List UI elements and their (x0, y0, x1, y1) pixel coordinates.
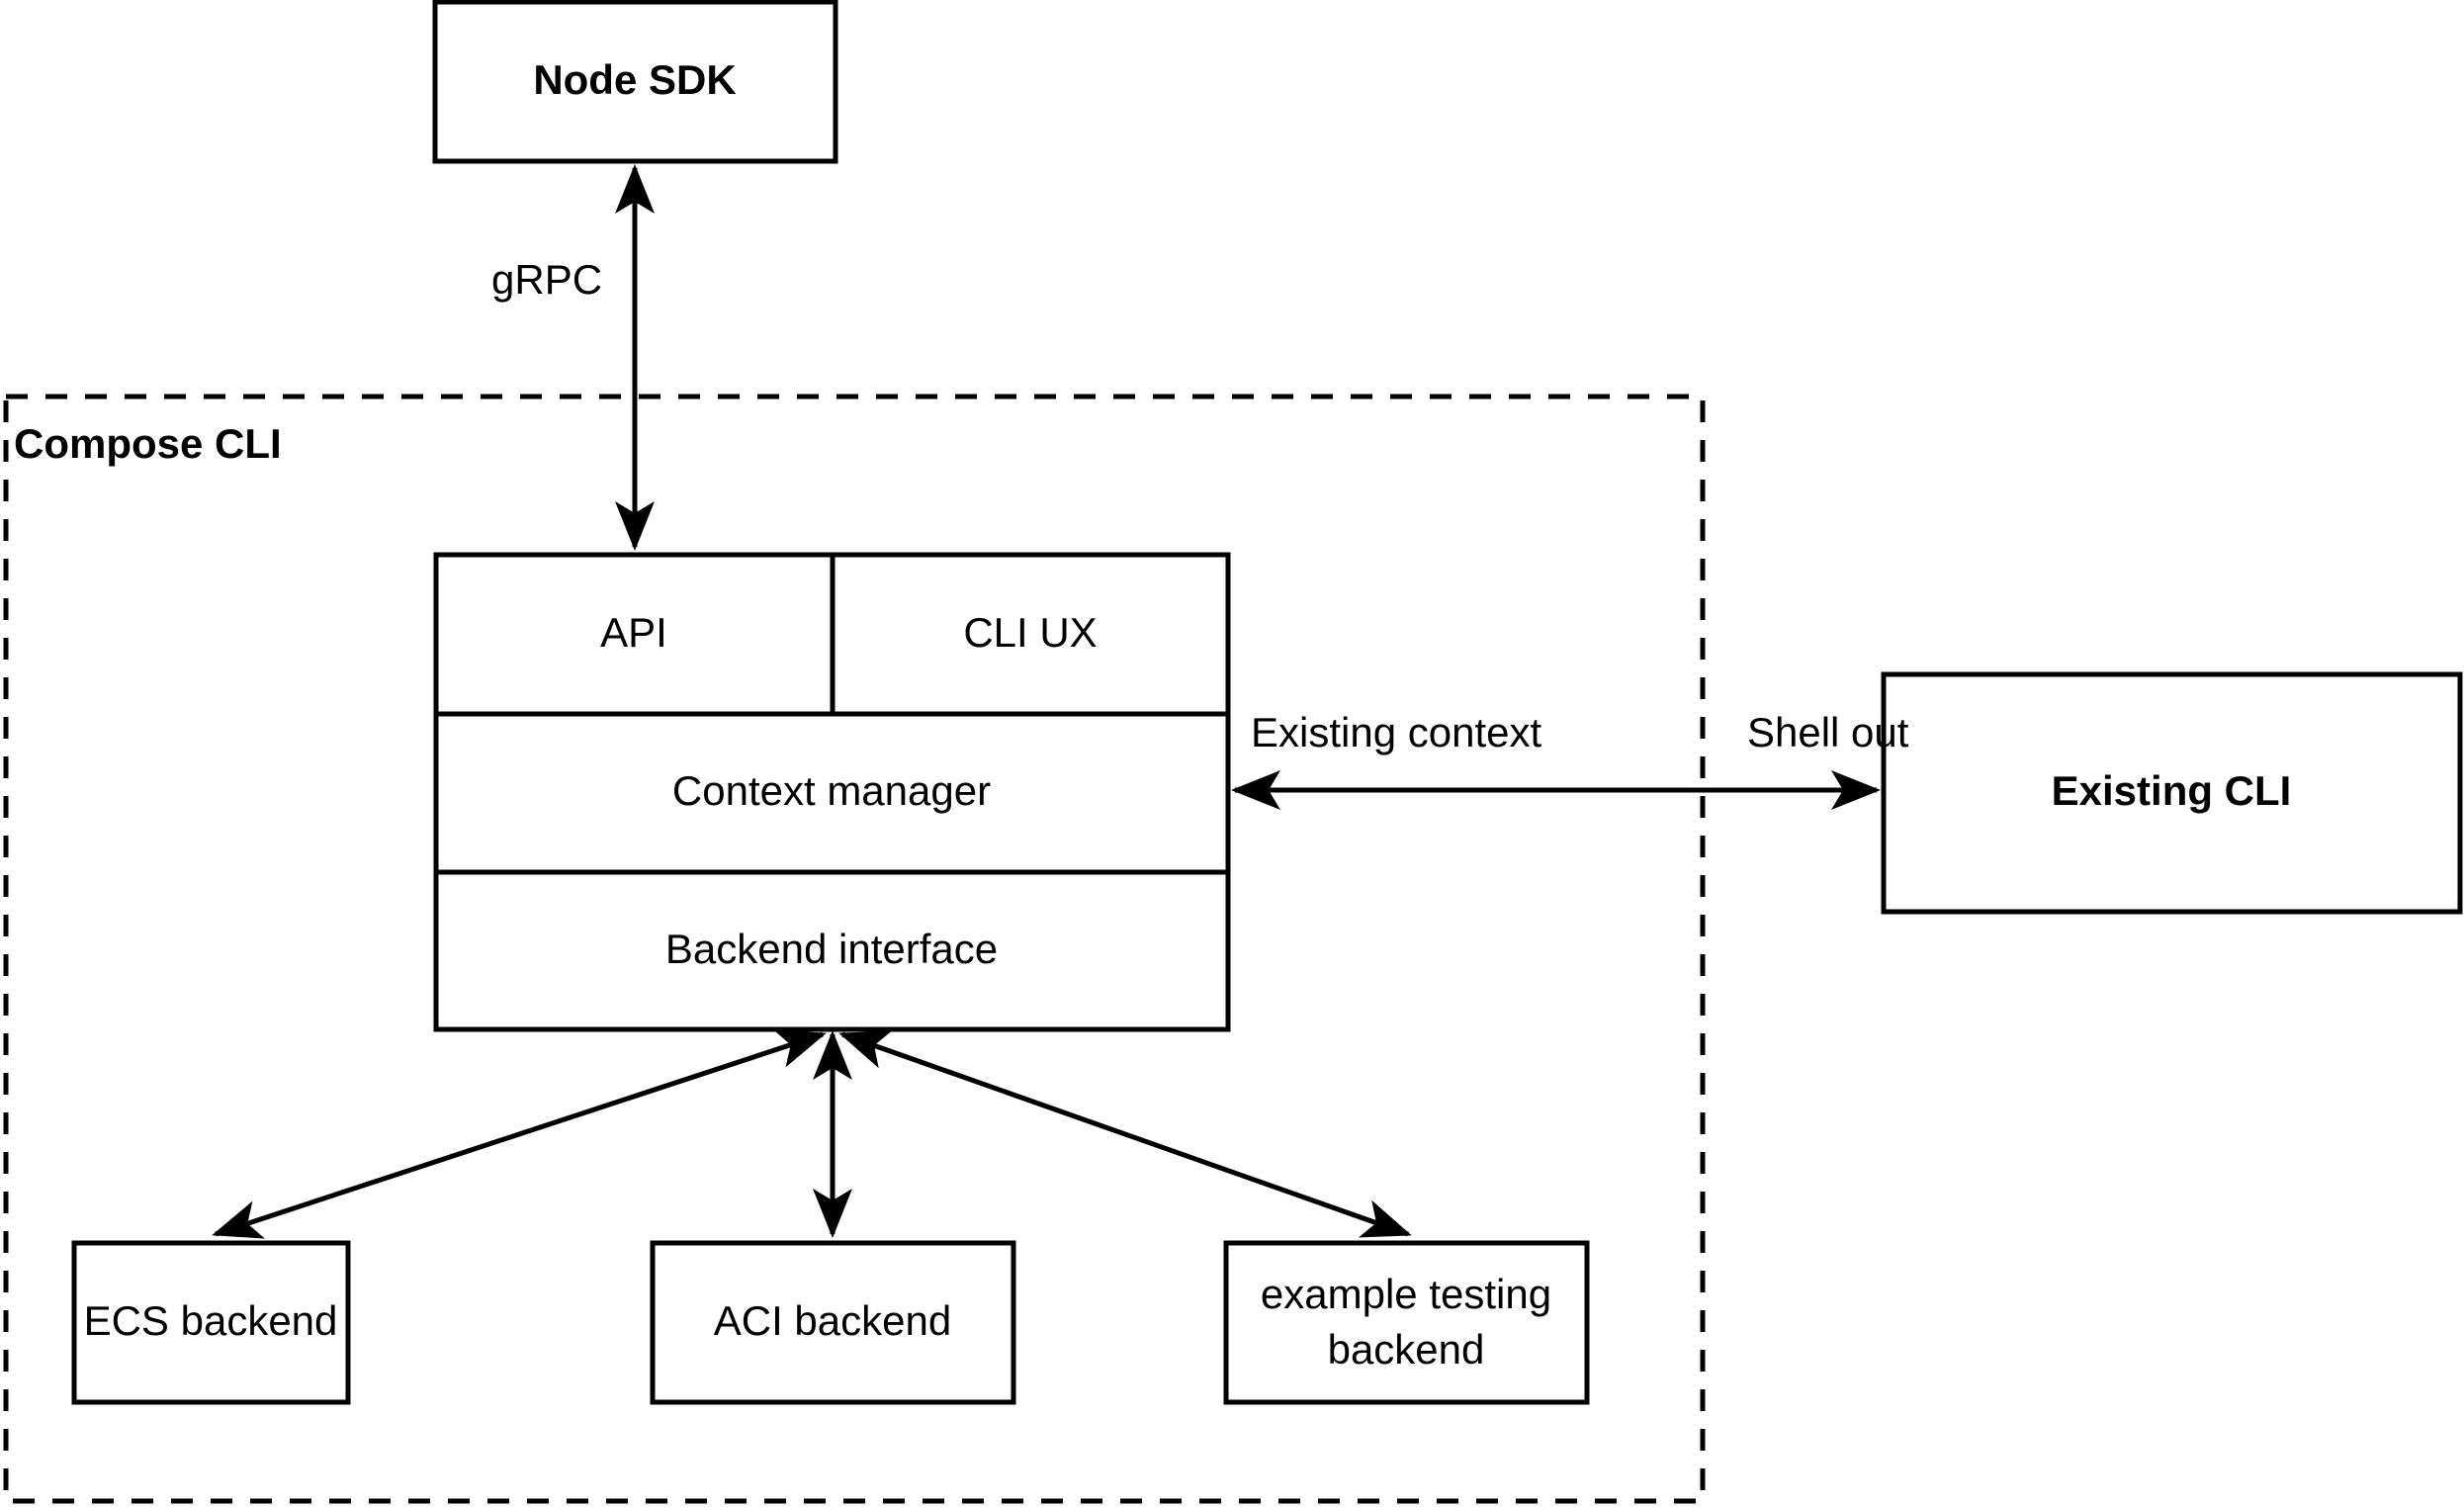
group-compose-cli: Compose CLI (3, 394, 1706, 1504)
node-example-testing-backend-box[interactable] (1223, 1240, 1590, 1405)
node-ecs-backend-box[interactable] (71, 1240, 351, 1405)
node-example-testing-backend-label-line2: backend (1328, 1326, 1485, 1373)
node-core-stack: API CLI UX Context manager Backend inter… (433, 552, 1231, 1032)
node-aci-backend[interactable]: ACI backend (650, 1240, 1016, 1405)
node-node-sdk-box[interactable] (432, 0, 838, 164)
node-cli-ux-label[interactable]: CLI UX (963, 609, 1097, 656)
node-aci-backend-box[interactable] (650, 1240, 1016, 1405)
node-node-sdk[interactable]: Node SDK (432, 0, 838, 164)
edge-backend-interface-example-line (838, 1030, 1412, 1238)
node-ecs-backend-label: ECS backend (84, 1297, 338, 1344)
node-backend-interface-label[interactable]: Backend interface (665, 926, 998, 972)
node-existing-cli[interactable]: Existing CLI (1881, 671, 2463, 915)
node-example-testing-backend[interactable]: example testing backend (1223, 1240, 1590, 1405)
edge-backend-interface-ecs-line (212, 1029, 827, 1239)
node-aci-backend-label: ACI backend (714, 1297, 951, 1344)
edge-grpc-label: gRPC (491, 256, 602, 303)
edge-context-manager-existing-cli: Existing context Shell out (1230, 709, 1909, 810)
edge-grpc: gRPC (491, 163, 655, 552)
edge-backend-interface-ecs (212, 1029, 827, 1239)
edge-existing-context-label: Existing context (1251, 709, 1541, 755)
node-existing-cli-label: Existing CLI (2052, 767, 2292, 814)
group-compose-cli-label: Compose CLI (14, 420, 282, 467)
node-ecs-backend[interactable]: ECS backend (71, 1240, 351, 1405)
node-context-manager-label[interactable]: Context manager (672, 767, 991, 814)
node-example-testing-backend-label-line1: example testing (1261, 1271, 1551, 1317)
node-api-label[interactable]: API (600, 609, 667, 656)
edge-backend-interface-example (838, 1030, 1412, 1238)
group-compose-cli-border (3, 394, 1706, 1504)
node-existing-cli-box[interactable] (1881, 671, 2463, 915)
node-node-sdk-label: Node SDK (533, 56, 736, 103)
edge-shell-out-label: Shell out (1747, 709, 1909, 755)
